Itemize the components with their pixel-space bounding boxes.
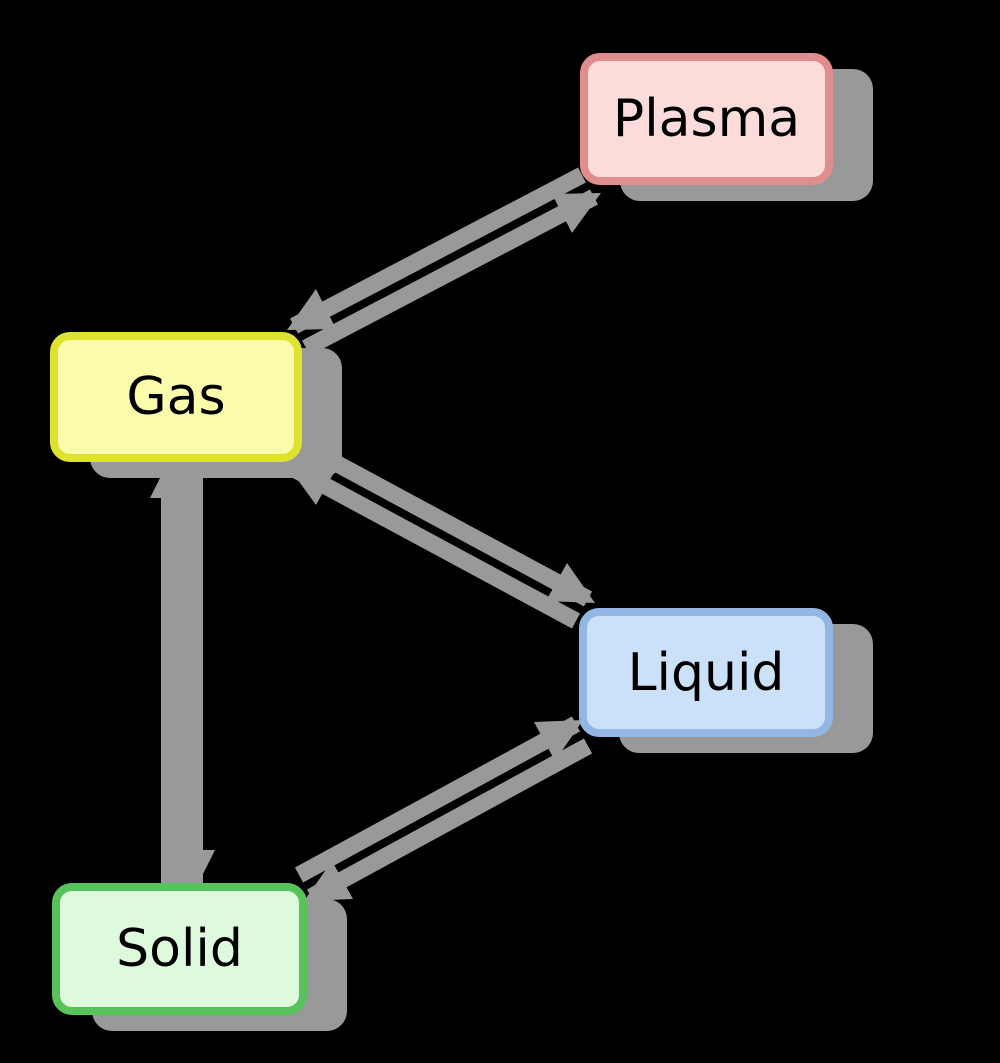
arrow-gas-to-liquid-head — [546, 563, 595, 603]
arrow-gas-to-liquid-shaft — [301, 439, 593, 607]
node-solid-label: Solid — [116, 919, 243, 979]
arrow-gas-to-solid-head — [171, 850, 215, 894]
node-plasma: Plasma — [580, 53, 833, 185]
node-gas: Gas — [50, 332, 302, 462]
arrow-plasma-to-gas-head — [287, 289, 336, 330]
arrow-gas-to-plasma-head — [552, 193, 601, 233]
arrow-plasma-to-gas-shaft — [290, 167, 586, 334]
arrow-gas-to-plasma-shaft — [302, 189, 598, 356]
arrow-solid-to-liquid-shaft — [294, 716, 581, 883]
arrow-solid-to-liquid-head — [534, 720, 583, 761]
node-solid: Solid — [52, 883, 307, 1015]
node-liquid-label: Liquid — [627, 642, 785, 703]
arrow-liquid-to-gas-head — [287, 465, 337, 505]
arrow-liquid-to-gas-shaft — [289, 461, 581, 629]
node-plasma-label: Plasma — [612, 89, 801, 149]
node-gas-label: Gas — [126, 367, 226, 427]
node-liquid: Liquid — [579, 608, 833, 737]
arrow-liquid-to-solid-head — [304, 861, 353, 901]
arrow-liquid-to-solid-shaft — [306, 738, 593, 905]
